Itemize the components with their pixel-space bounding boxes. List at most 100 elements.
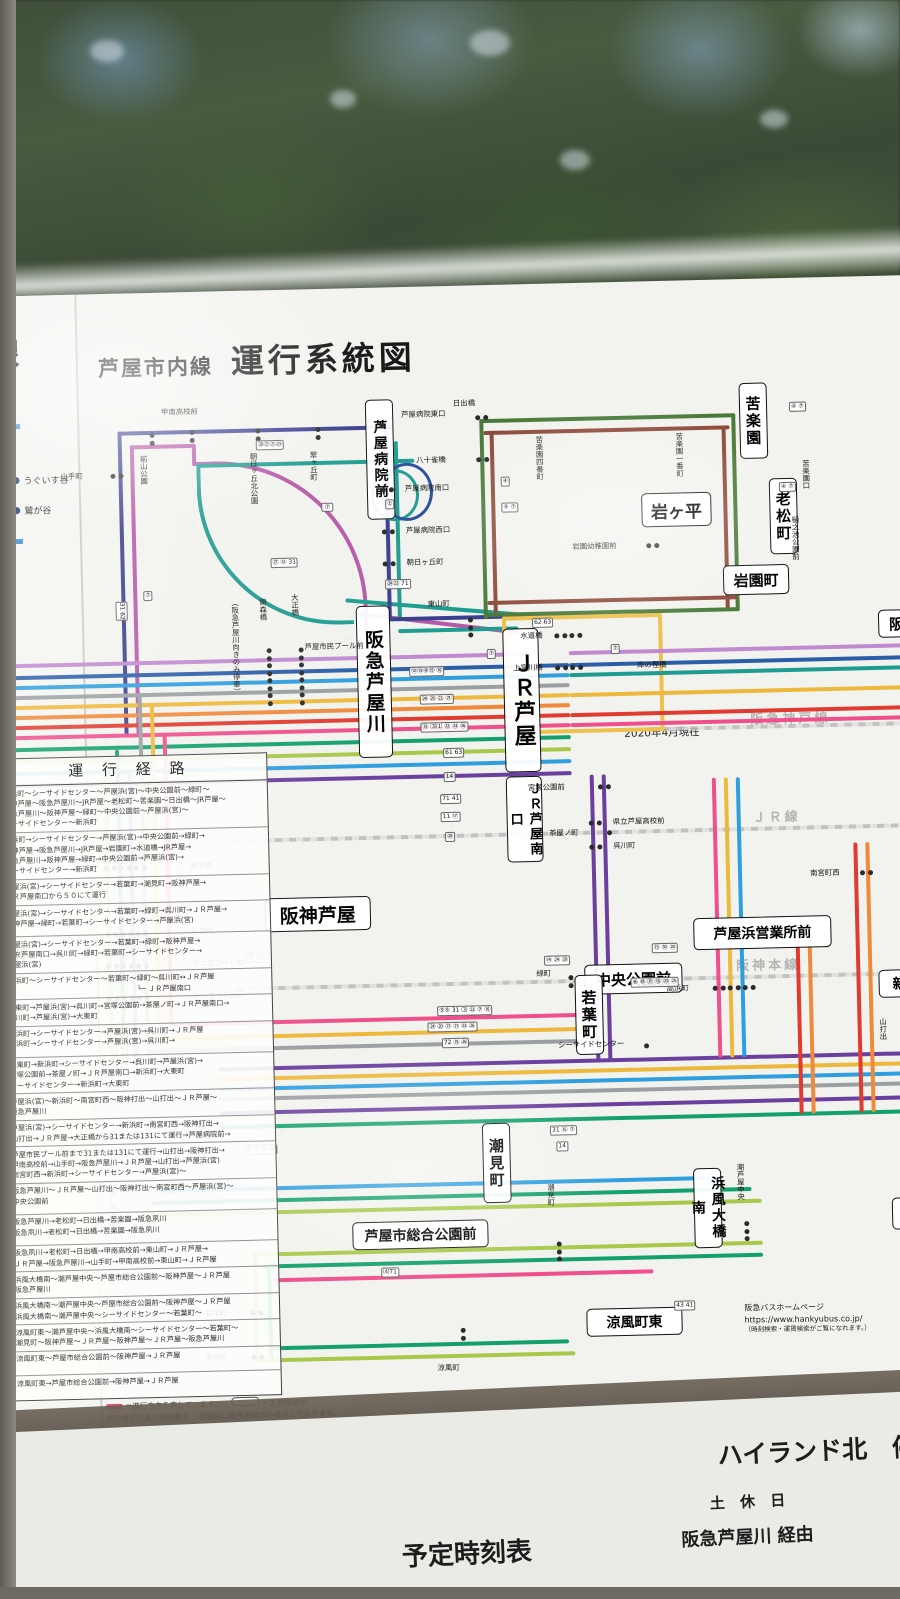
station-box-sogo-koen-mae[interactable]: 芦屋市総合公園前 (352, 1219, 489, 1251)
station-box-hanshin[interactable]: 阪神 (891, 1196, 900, 1230)
case-frame-left (0, 0, 16, 1599)
station-box-hamakaze-ohashi-minami[interactable]: 浜風大橋南 (690, 1167, 727, 1249)
stop-dots (382, 561, 396, 567)
table-row: 6新浜町→シーサイドセンター→芦屋浜(宮)→中央公園前→緑町→阪神芦屋→阪急芦屋… (0, 827, 269, 882)
route-number-chip: ④ ⑦ (778, 481, 796, 492)
route-number-chip: ⑭ ㉔ ⑳ (543, 955, 570, 966)
route-number-chip: ④ (500, 476, 511, 487)
stop-label: 前山公園 (138, 454, 149, 485)
stop-dots (266, 648, 273, 706)
route-line-teal (569, 664, 900, 678)
stop-label: 芦屋市民プール前 (304, 640, 364, 652)
stop-label: 南宮町西 (809, 867, 840, 878)
route-description-line: 涼風町東〜芦屋市総合公園前〜阪神芦屋→ＪＲ芦屋 (16, 1350, 181, 1364)
stop-dots (298, 647, 305, 705)
route-map-sign: 有馬線 うぐいす谷 鷲が谷 凡 例 芦屋〜JR芦屋南口 ⇌ JR芦屋〜 芦屋川〜… (0, 275, 900, 1477)
route-line-pink (273, 1269, 654, 1283)
route-number-chip: ④ ⑦ (788, 401, 806, 412)
stop-label: 苦楽園四番町 (534, 435, 545, 481)
route-table: 系統番号 運 行 経 路 5新浜町〜シーサイドセンター〜芦屋浜(宮)〜中央公園前… (0, 752, 283, 1403)
route-number-chip: ⑤⑤ 31 ⑶ ㉓ ⑦ ⑯ (437, 1005, 493, 1017)
station-box-jr-ashiya[interactable]: ＪＲ芦屋 (502, 627, 542, 773)
stop-label: 芦屋病院西口 (405, 524, 451, 535)
stop-label: 水道橋 (520, 630, 543, 641)
route-line-teal2 (263, 1252, 764, 1269)
route-number-chip: ⑫⑬④⑮ ⑯ (409, 666, 445, 677)
url-note: （時刻検索・運賃検索がご覧になれます。） (744, 1324, 871, 1334)
route-number-chip: ⑳ (444, 831, 456, 842)
stop-label: 甲南高校前 (160, 406, 199, 417)
route-number-chip: 71 41 (440, 793, 462, 805)
route-number-chip: ㉔ ㉖ ㉒ ㉑ (419, 693, 454, 705)
case-frame-bottom (0, 1587, 900, 1599)
route-number-chip: ㉗ ⑫ 31 (270, 557, 299, 568)
route-description: 芦屋浜(宮)→シーサイドセンター→若葉町→緑町→阪神芦屋→ＪＲ芦屋南口→呉川町→… (1, 931, 271, 973)
stop-label: 苦楽園一番町 (674, 432, 685, 477)
route-number-chip: 61 63 (442, 747, 465, 758)
route-number-chip: 31 ⑯ ⑦ (549, 1125, 577, 1136)
route-number-chip: ㉔㉒ 71 (384, 578, 411, 590)
station-box-shiomicho[interactable]: 潮見町 (481, 1122, 512, 1204)
stop-label: 県立芦屋高校前 (612, 815, 665, 827)
route-number-chip: ⑲ ⑶⑴ ㉜ ㉝ ㊱ (420, 721, 469, 733)
stop-label: 朝日ヶ丘町 (406, 557, 444, 567)
route-line-red (570, 704, 900, 718)
stop-label: 宮塚公園前 (527, 782, 566, 793)
title-sub: 芦屋市内線 (97, 354, 214, 382)
stop-dots (597, 784, 611, 790)
route-number-chip: 43 41 (674, 1300, 696, 1311)
route-description: 大東町→新浜町→シーサイドセンター→呉川町→芦屋浜(宮)→宮塚公園前→茶屋ノ町→… (4, 1052, 274, 1094)
page-title: 芦屋市内線 運行系統図 (97, 331, 417, 386)
title-main: 運行系統図 (230, 337, 417, 382)
route-number-chip: ⑦ (321, 502, 334, 512)
stop-label: 山打出 (878, 1017, 888, 1041)
route-number-chip: ① (385, 499, 395, 510)
station-box-suzukazecho-higashi[interactable]: 涼風町東 (586, 1306, 683, 1337)
stop-dots (744, 1221, 750, 1242)
rail-label-hanshin: 阪神本線 (736, 957, 801, 975)
route-number-chip: 11 ⑰ (440, 811, 461, 823)
route-line-green (479, 413, 736, 424)
stop-dots (554, 632, 582, 639)
station-box-hankyu[interactable]: 阪急 (877, 608, 900, 638)
route-number-chip: 14 (443, 771, 456, 782)
station-box-kurakuen[interactable]: 苦楽園 (738, 382, 769, 460)
station-box-iwazonocho[interactable]: 岩園町 (722, 563, 790, 596)
stop-label: 苦楽園口 (801, 459, 811, 490)
list-item: 鷲が谷 (13, 503, 51, 517)
stop-label: 東山町 (427, 598, 450, 609)
route-description: 芦屋市民プール前まで31または131にて運行→山打出→阪神打出→甲南高校前→山手… (6, 1141, 276, 1183)
route-line-lime (255, 1351, 576, 1363)
station-box-shinhama[interactable]: 新浜 (878, 968, 900, 998)
route-number-chip: 72 ⑮ ㉖ (441, 1037, 470, 1049)
route-line-magenta (129, 443, 196, 450)
stop-dots (568, 975, 574, 988)
stop-dots (588, 820, 602, 826)
stop-dots (643, 1043, 650, 1049)
stop-dots (467, 617, 474, 638)
stop-dots (555, 664, 583, 671)
stop-label: シーサイドセンター (557, 1038, 625, 1050)
station-box-iwagadaira[interactable]: 岩ヶ平 (641, 491, 712, 528)
stop-label: 山手町 (60, 471, 83, 482)
stop-dots (149, 432, 155, 446)
station-box-hanshin-ashiya[interactable]: 阪神芦屋 (264, 895, 372, 933)
route-description: 阪急芦屋川→老松町→日出橋→苦楽園→阪急夙川阪急夙川→老松町→日出橋→苦楽園→阪… (8, 1209, 278, 1245)
route-line-green (479, 419, 488, 620)
route-line-brown (483, 425, 730, 436)
table-row: 5新浜町〜シーサイドセンター〜芦屋浜(宮)〜中央公園前〜緑町〜阪神芦屋〜阪急芦屋… (0, 780, 268, 835)
route-number-chip: ⑳㉑㉑㉓ (255, 439, 284, 451)
route-number-chip: ⑦ (486, 648, 497, 659)
stop-label: 上宮川橋 (513, 662, 543, 673)
route-description: 芦屋浜(宮)→シーサイドセンター→若葉町→緑町→呉川町→ＪＲ芦屋→阪神芦屋→緑町… (1, 900, 271, 936)
stop-dots (379, 423, 385, 429)
route-number-chip: 62 63 (531, 617, 554, 628)
stop-dots (110, 473, 124, 479)
stop-dots (380, 487, 394, 493)
stop-label: 翠ヶ丘町 (308, 450, 319, 481)
stop-dots (460, 1327, 466, 1341)
stop-label: 茶屋ノ町 (548, 827, 579, 838)
station-box-hankyu-ashiyagawa[interactable]: 阪急芦屋川 (355, 605, 394, 759)
station-box-ashiyahama-eigyosho[interactable]: 芦屋浜営業所前 (693, 915, 832, 951)
